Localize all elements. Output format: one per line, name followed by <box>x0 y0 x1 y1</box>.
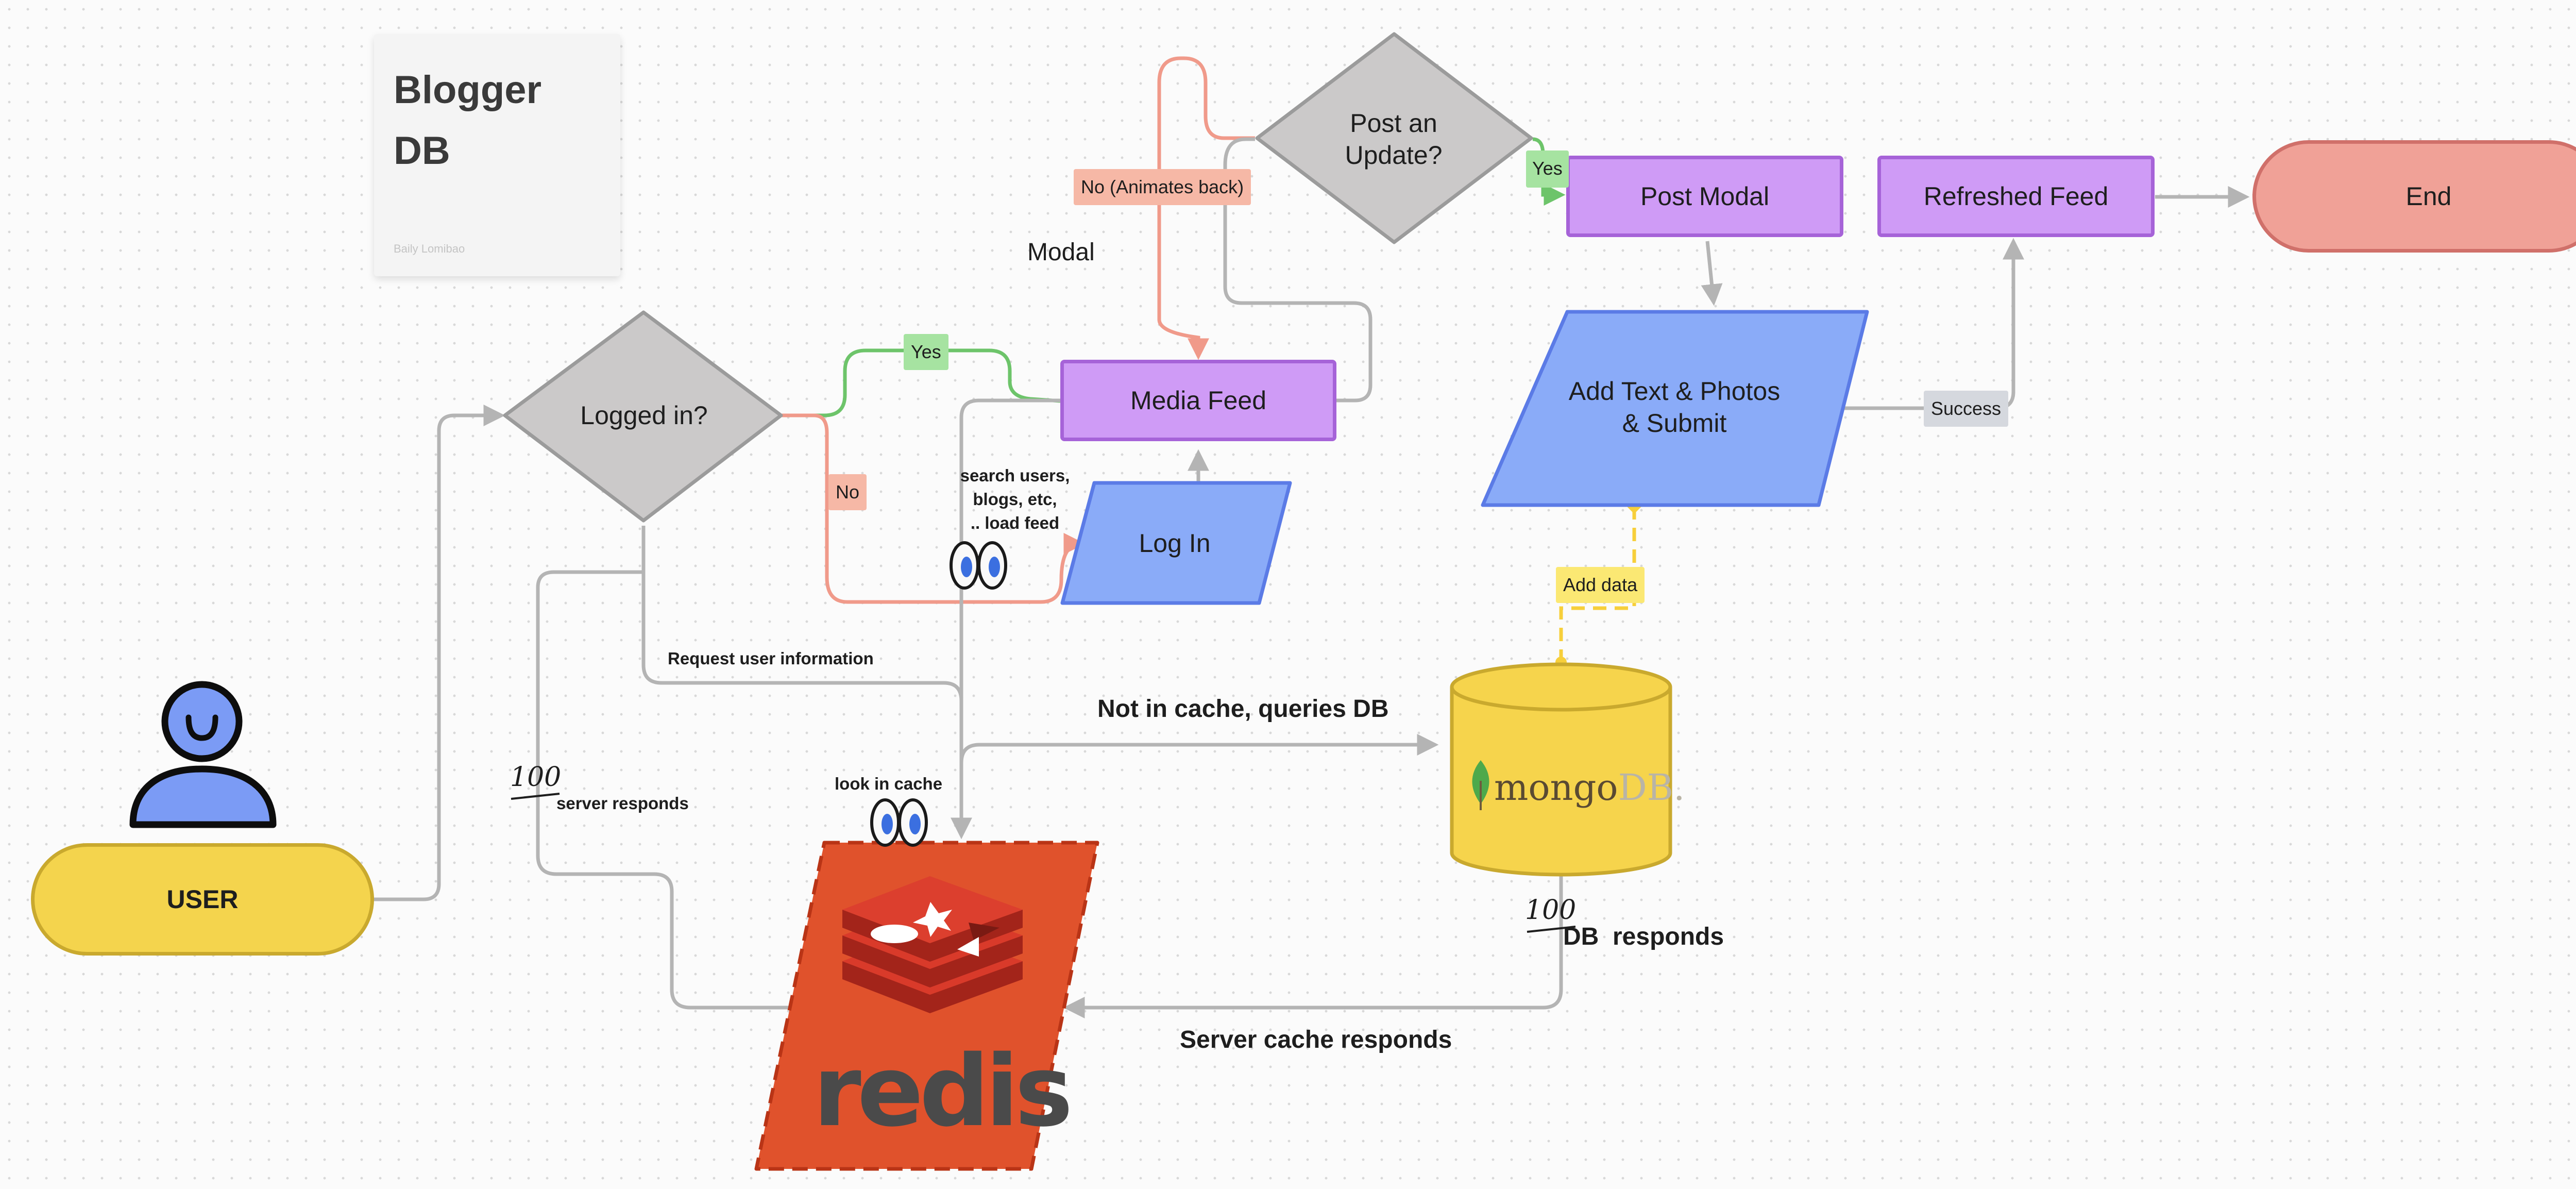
mongodb-database-shape[interactable] <box>1450 662 1672 877</box>
user-terminator[interactable]: USER <box>31 843 374 956</box>
success-tag: Success <box>1924 391 2009 427</box>
search-line-1: search users, <box>960 466 1070 485</box>
title-card-author: Baily Lomibao <box>394 242 465 255</box>
no-animates-back-tag: No (Animates back) <box>1074 169 1251 205</box>
mongodb-wordmark-dot: . <box>1673 766 1685 809</box>
edge-media-feed-to-post-update <box>1223 137 1372 403</box>
title-line-2: DB <box>394 129 450 173</box>
edge-no-to-log-in <box>782 413 1086 604</box>
edge-server-responds <box>536 570 792 1010</box>
edge-server-cache-responds <box>1063 876 1563 1018</box>
logged-in-label: Logged in? <box>580 401 708 430</box>
log-in-label: Log In <box>1139 529 1211 558</box>
server-responds-annotation: server responds <box>556 794 689 813</box>
no-logged-in-tag: No <box>828 474 867 510</box>
redis-logo-icon <box>842 876 1023 1013</box>
add-data-tag: Add data <box>1556 567 1645 603</box>
edge-user-to-logged-in <box>374 405 505 901</box>
add-text-line-2: & Submit <box>1622 409 1727 438</box>
edge-media-feed-to-redis <box>951 398 1060 840</box>
db-responds-score: 100 <box>1525 895 1577 926</box>
post-update-decision-shape[interactable] <box>1255 32 1533 244</box>
redis-wordmark: redis <box>813 1034 1073 1148</box>
user-avatar-icon <box>129 681 277 828</box>
db-responds-annotation: DB responds <box>1563 923 1724 950</box>
not-in-cache-annotation: Not in cache, queries DB <box>1097 695 1389 723</box>
title-line-1: Blogger <box>394 68 542 112</box>
modal-annotation: Modal <box>1027 239 1095 266</box>
server-responds-score: 100 <box>510 762 562 793</box>
user-label: USER <box>166 885 239 914</box>
media-feed-label: Media Feed <box>1130 386 1267 415</box>
post-update-label: Post an Update? <box>1309 103 1479 175</box>
search-line-2: blogs, etc, <box>973 490 1057 509</box>
end-terminator[interactable]: End <box>2252 140 2576 253</box>
post-update-line-1: Post an <box>1350 109 1437 138</box>
post-modal-box[interactable]: Post Modal <box>1566 156 1843 237</box>
look-in-cache-annotation: look in cache <box>835 774 943 793</box>
logged-in-decision-shape[interactable] <box>503 310 783 523</box>
eyes-emoji-icon <box>950 541 1007 590</box>
post-modal-label: Post Modal <box>1640 182 1770 211</box>
yes-post-update-tag: Yes <box>1526 150 1569 188</box>
score-underline <box>1527 926 1576 933</box>
edge-not-in-cache <box>959 734 1439 773</box>
title-card-heading: Blogger DB <box>394 60 610 181</box>
server-cache-responds-annotation: Server cache responds <box>1180 1026 1452 1053</box>
search-line-3: .. load feed <box>970 513 1060 532</box>
search-annotation: search users, blogs, etc, .. load feed <box>949 464 1081 535</box>
add-text-shape[interactable] <box>1481 310 1869 507</box>
refreshed-feed-box[interactable]: Refreshed Feed <box>1877 156 2155 237</box>
mongodb-wordmark-mongo: mongo <box>1494 766 1618 809</box>
post-update-line-2: Update? <box>1345 141 1443 170</box>
edge-no-animates-back <box>1157 56 1255 360</box>
request-user-info-annotation: Request user information <box>668 649 874 668</box>
edge-add-data <box>1559 506 1636 662</box>
mongodb-leaf-icon <box>1472 760 1489 810</box>
eyes-emoji-icon <box>870 798 928 847</box>
title-card[interactable]: Blogger DB Baily Lomibao <box>374 34 620 276</box>
add-text-line-1: Add Text & Photos <box>1568 377 1781 406</box>
end-label: End <box>2405 182 2452 211</box>
edge-post-modal-to-add-text <box>1701 241 1723 306</box>
mongodb-wordmark: mongoDB. <box>1494 767 1685 808</box>
edge-request-user-information <box>641 526 963 701</box>
add-text-label: Add Text & Photos & Submit <box>1546 371 1803 443</box>
yes-logged-in-tag: Yes <box>904 334 948 370</box>
mongodb-wordmark-db: DB <box>1618 766 1674 809</box>
refreshed-feed-label: Refreshed Feed <box>1923 182 2109 211</box>
media-feed-box[interactable]: Media Feed <box>1060 360 1336 441</box>
log-in-shape[interactable] <box>1060 481 1292 605</box>
score-underline <box>511 793 560 800</box>
